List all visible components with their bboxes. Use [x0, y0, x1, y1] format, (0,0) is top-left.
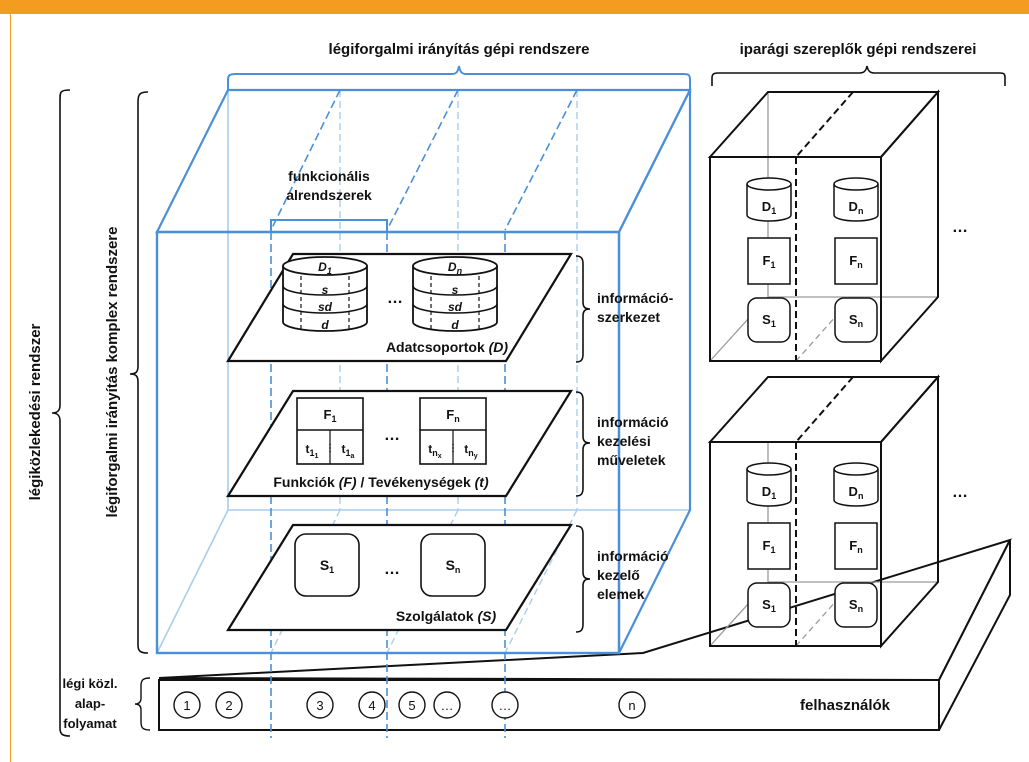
industry-box-top	[707, 89, 941, 364]
f1-title: F1	[324, 407, 337, 424]
process-step-circle	[491, 691, 519, 719]
process-step-circle	[618, 691, 646, 719]
fn-right-activity: tny	[464, 442, 478, 460]
info-operations-label-2: kezelési	[597, 433, 651, 449]
ind2-fn: Fn	[849, 538, 862, 555]
process-step-circle	[306, 691, 334, 719]
process-step-label: n	[628, 698, 635, 713]
ind1-f1: F1	[763, 253, 776, 270]
process-step-circle	[358, 691, 386, 719]
process-step-label: 2	[225, 698, 232, 713]
users-label: felhasználók	[800, 697, 891, 714]
data-layer	[226, 252, 573, 363]
process-step-circle	[173, 691, 201, 719]
top-accent-bar	[0, 0, 1029, 14]
process-circles: 1 2 3 4 5 … … n	[173, 691, 646, 719]
db1-title: D1	[318, 260, 332, 276]
functional-subsystems-label-2: alrendszerek	[286, 187, 372, 203]
ind1-dn: Dn	[849, 199, 864, 216]
outer-left-label: légiközlekedési rendszer	[27, 323, 44, 500]
bottom-left-brace	[134, 677, 151, 731]
dbn-row-s: s	[452, 283, 459, 297]
info-structure-label-1: információ-	[597, 290, 674, 306]
ind1-sn: Sn	[849, 312, 863, 329]
db1-row-s: s	[322, 283, 329, 297]
top-right-brace	[711, 65, 1006, 86]
process-step-label: …	[499, 698, 512, 713]
services-layer	[226, 523, 573, 632]
bottom-left-label-2: alap-	[75, 696, 105, 711]
functional-subsystems-label-1: funkcionális	[288, 168, 370, 184]
fn-left-activity: tnx	[428, 442, 442, 460]
dbn-row-d: d	[451, 318, 459, 332]
info-elements-brace	[575, 525, 591, 633]
top-blue-brace	[227, 65, 691, 92]
top-right-title: iparági szereplők gépi rendszerei	[740, 41, 977, 58]
ind1-fn: Fn	[849, 253, 862, 270]
ind2-dn: Dn	[849, 484, 864, 501]
ind1-ellipsis: …	[952, 219, 968, 236]
functions-layer	[226, 389, 573, 498]
functions-ellipsis: …	[384, 427, 400, 444]
process-step-circle	[215, 691, 243, 719]
info-elements-label-3: elemek	[597, 586, 645, 602]
process-step-label: 5	[408, 698, 415, 713]
info-operations-label-1: információ	[597, 414, 669, 430]
process-step-label: 3	[316, 698, 323, 713]
functions-layer-caption: Funkciók (F) / Tevékenységek (t)	[273, 474, 489, 490]
inner-left-brace	[129, 91, 149, 654]
f1-separator: ⋮	[325, 443, 335, 454]
fn-title: Fn	[446, 407, 459, 424]
info-elements-label-1: információ	[597, 548, 669, 564]
process-step-label: 1	[183, 698, 190, 713]
f1-right-activity: t1a	[342, 442, 355, 460]
outer-left-brace	[51, 89, 71, 737]
fn-separator: ⋮	[448, 443, 458, 454]
dbn-title: Dn	[448, 260, 463, 276]
sn-title: Sn	[446, 557, 461, 575]
inner-left-label: légiforgalmi irányítás komplex rendszere	[104, 227, 121, 518]
data-ellipsis: …	[387, 290, 403, 307]
ind2-s1: S1	[762, 597, 776, 614]
info-structure-label-2: szerkezet	[597, 309, 660, 325]
process-step-circle	[433, 691, 461, 719]
data-layer-caption: Adatcsoportok (D)	[386, 339, 508, 355]
info-structure-brace	[575, 255, 591, 363]
db1-row-sd: sd	[318, 300, 333, 314]
services-ellipsis: …	[384, 561, 400, 578]
f1-left-activity: t11	[306, 442, 319, 460]
services-layer-caption: Szolgálatok (S)	[396, 608, 497, 624]
info-operations-label-3: műveletek	[597, 452, 666, 468]
ind2-d1: D1	[762, 484, 776, 501]
s1-title: S1	[320, 557, 334, 575]
industry-box-bottom	[707, 374, 941, 649]
info-operations-brace	[575, 391, 591, 497]
ind2-sn: Sn	[849, 597, 863, 614]
bottom-left-label-3: folyamat	[63, 716, 117, 731]
bottom-left-label-1: légi közl.	[63, 676, 118, 691]
ind2-ellipsis: …	[952, 484, 968, 501]
top-left-title: légiforgalmi irányítás gépi rendszere	[329, 41, 590, 58]
left-accent-rule	[10, 14, 11, 762]
ind2-f1: F1	[763, 538, 776, 555]
db1-row-d: d	[321, 318, 329, 332]
process-step-label: …	[441, 698, 454, 713]
dbn-row-sd: sd	[448, 300, 463, 314]
ind1-d1: D1	[762, 199, 776, 216]
process-step-label: 4	[368, 698, 375, 713]
info-elements-label-2: kezelő	[597, 567, 640, 583]
ind1-s1: S1	[762, 312, 776, 329]
process-step-circle	[398, 691, 426, 719]
